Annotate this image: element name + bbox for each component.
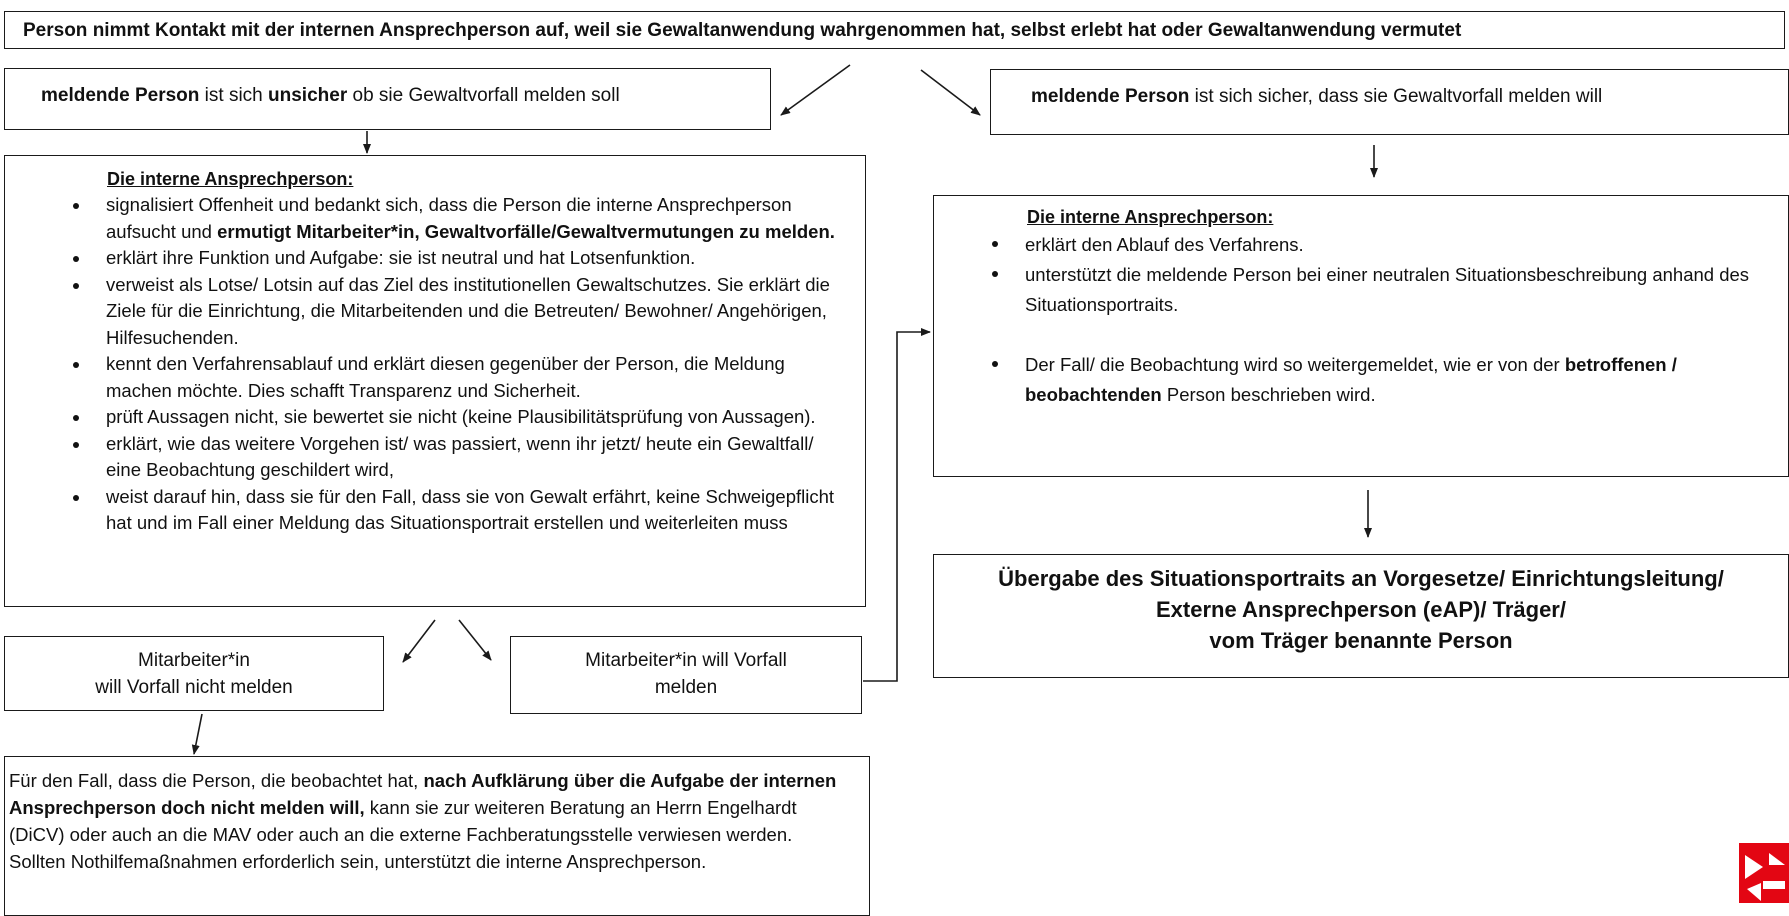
list-item: kennt den Verfahrensablauf und erklärt d…	[65, 351, 845, 404]
top-box: Person nimmt Kontakt mit der internen An…	[4, 11, 1785, 49]
no-report-line-1: Mitarbeiter*in	[138, 650, 250, 671]
bottom-box-text-a: Für den Fall, dass die Person, die beoba…	[9, 770, 424, 791]
unsure-box-text-a: ist sich	[199, 85, 269, 106]
arrow-to-sure	[920, 69, 981, 116]
list-item: erklärt den Ablauf des Verfahrens.	[984, 230, 1768, 260]
left-b2-text: erklärt ihre Funktion und Aufgabe: sie i…	[106, 247, 696, 268]
left-info-heading: Die interne Ansprechperson:	[107, 169, 354, 189]
arrow-to-unsure	[780, 64, 851, 116]
list-item: verweist als Lotse/ Lotsin auf das Ziel …	[65, 272, 845, 352]
unsure-box-text-b: ob sie Gewaltvorfall melden soll	[347, 85, 620, 106]
handover-line-3: vom Träger benannte Person	[1209, 628, 1513, 653]
right-b1-text: erklärt den Ablauf des Verfahrens.	[1025, 234, 1304, 255]
right-info-list: erklärt den Ablauf des Verfahrens. unter…	[984, 230, 1768, 410]
handover-line-1: Übergabe des Situationsportraits an Vorg…	[998, 566, 1724, 591]
right-b3-text-end: Person beschrieben wird.	[1161, 384, 1376, 405]
right-info-heading: Die interne Ansprechperson:	[1027, 207, 1274, 227]
arrow-to-report	[458, 619, 492, 661]
left-b7-text: weist darauf hin, dass sie für den Fall,…	[106, 485, 835, 534]
top-box-text: Person nimmt Kontakt mit der internen An…	[23, 20, 1462, 41]
bottom-box: Für den Fall, dass die Person, die beoba…	[4, 756, 870, 916]
list-item: unterstützt die meldende Person bei eine…	[984, 260, 1768, 320]
left-b6-text: erklärt, wie das weitere Vorgehen ist/ w…	[106, 432, 814, 481]
right-b2-text: unterstützt die meldende Person bei eine…	[1025, 264, 1750, 315]
arrow-no-report-down	[191, 713, 203, 755]
handover-line-2: Externe Ansprechperson (eAP)/ Träger/	[1156, 597, 1566, 622]
handover-box: Übergabe des Situationsportraits an Vorg…	[933, 554, 1789, 678]
bottom-box-bold: nach Aufklärung über die Aufgabe der int…	[9, 770, 837, 818]
arrow-report-to-right	[863, 328, 931, 682]
list-item: erklärt ihre Funktion und Aufgabe: sie i…	[65, 245, 845, 272]
left-b4-text: kennt den Verfahrensablauf und erklärt d…	[106, 353, 785, 401]
right-info-box: Die interne Ansprechperson: erklärt den …	[933, 195, 1789, 477]
list-item: erklärt, wie das weitere Vorgehen ist/ w…	[65, 431, 845, 484]
no-report-line-2: will Vorfall nicht melden	[95, 677, 293, 698]
sure-box: meldende Person ist sich sicher, dass si…	[990, 69, 1789, 135]
unsure-box: meldende Person ist sich unsicher ob sie…	[4, 68, 771, 130]
right-b3-bold: betroffenen / beobachtenden	[1025, 354, 1677, 405]
right-b3-text: Der Fall/ die Beobachtung wird so weiter…	[1025, 354, 1565, 375]
arrow-to-no-report	[402, 619, 436, 663]
sure-box-text: ist sich sicher, dass sie Gewaltvorfall …	[1189, 86, 1603, 107]
left-info-box: Die interne Ansprechperson: signalisiert…	[4, 155, 866, 607]
left-b5-text: prüft Aussagen nicht, sie bewertet sie n…	[106, 406, 816, 427]
report-box-text: Mitarbeiter*in will Vorfall melden	[585, 650, 787, 698]
unsure-box-subject: meldende Person	[41, 85, 200, 106]
left-info-list: signalisiert Offenheit und bedankt sich,…	[65, 192, 845, 537]
list-item: signalisiert Offenheit und bedankt sich,…	[65, 192, 845, 245]
caritas-logo-icon	[1739, 843, 1789, 903]
bottom-box-text-b: kann sie zur weiteren Beratung an Herrn …	[9, 797, 797, 872]
report-box: Mitarbeiter*in will Vorfall melden	[510, 636, 862, 714]
left-b3-text: verweist als Lotse/ Lotsin auf das Ziel …	[106, 273, 830, 348]
no-report-box: Mitarbeiter*in will Vorfall nicht melden	[4, 636, 384, 711]
unsure-box-keyword: unsicher	[268, 85, 348, 106]
sure-box-subject: meldende Person	[1031, 86, 1190, 107]
left-b1-bold: ermutigt Mitarbeiter*in, Gewaltvorfälle/…	[217, 220, 835, 242]
list-item: weist darauf hin, dass sie für den Fall,…	[65, 484, 845, 537]
left-b1-text: signalisiert Offenheit und bedankt sich,…	[106, 194, 792, 242]
list-item: Der Fall/ die Beobachtung wird so weiter…	[984, 350, 1768, 410]
list-item: prüft Aussagen nicht, sie bewertet sie n…	[65, 404, 845, 431]
